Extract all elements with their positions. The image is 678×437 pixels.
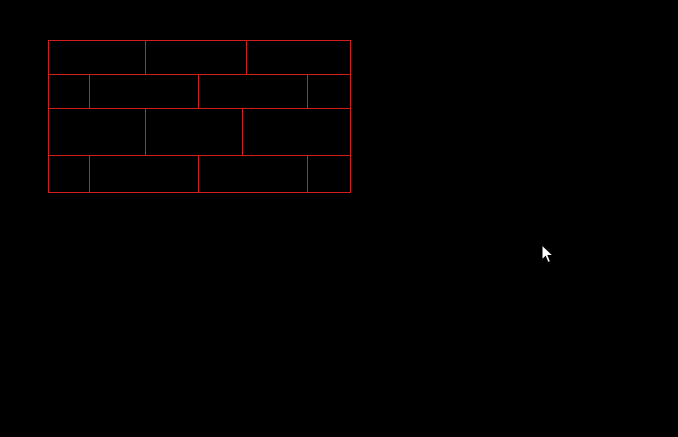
- arrow-pointer-icon: [541, 244, 555, 264]
- brick-row3-2: [145, 108, 243, 156]
- brick-row4-3: [198, 155, 308, 193]
- brick-row2-4: [307, 74, 351, 109]
- brick-row1-2: [145, 40, 247, 75]
- brick-row3-1: [48, 108, 146, 156]
- brick-row2-1: [48, 74, 90, 109]
- brick-row4-2: [89, 155, 199, 193]
- brick-row2-2: [89, 74, 199, 109]
- brick-row1-1: [48, 40, 146, 75]
- brick-row2-3: [198, 74, 308, 109]
- brick-row3-3: [242, 108, 351, 156]
- brick-row4-4: [307, 155, 351, 193]
- brick-row1-3: [246, 40, 351, 75]
- brick-row4-1: [48, 155, 90, 193]
